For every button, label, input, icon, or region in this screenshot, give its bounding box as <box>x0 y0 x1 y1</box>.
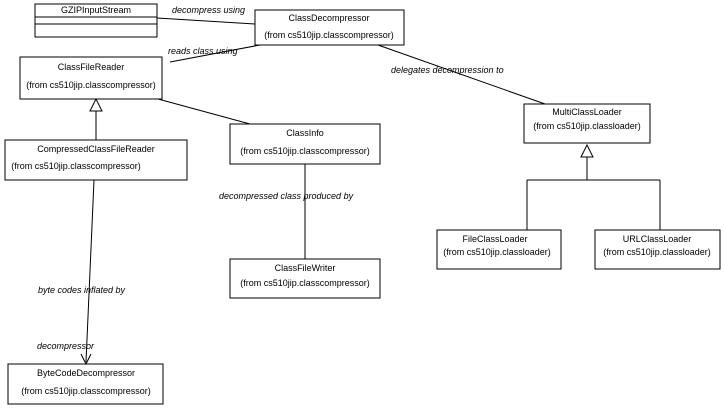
class-name: MultiClassLoader <box>552 107 622 117</box>
class-package: (from cs510jip.classcompressor) <box>26 80 156 90</box>
label-delegates-decompression-to: delegates decompression to <box>391 65 504 75</box>
assoc-filereader-classinfo <box>157 98 251 125</box>
class-package: (from cs510jip.classcompressor) <box>240 278 370 288</box>
class-classinfo[interactable]: ClassInfo (from cs510jip.classcompressor… <box>229 123 381 165</box>
label-reads-class-using: reads class using <box>168 46 238 56</box>
class-name: URLClassLoader <box>623 234 692 244</box>
class-name: CompressedClassFileReader <box>37 144 155 154</box>
class-name: ClassFileWriter <box>275 263 336 273</box>
class-package: (from cs510jip.classcompressor) <box>264 30 394 40</box>
class-gzipinputstream[interactable]: GZIPInputStream <box>34 3 158 38</box>
class-classfilewriter[interactable]: ClassFileWriter (from cs510jip.classcomp… <box>229 258 381 299</box>
label-decompress-using: decompress using <box>172 5 245 15</box>
class-urlclassloader[interactable]: URLClassLoader (from cs510jip.classloade… <box>594 229 721 270</box>
gen-arrowhead-multiloader <box>580 143 594 158</box>
class-package: (from cs510jip.classcompressor) <box>21 386 151 396</box>
label-role-decompressor: decompressor <box>37 341 95 351</box>
class-package: (from cs510jip.classloader) <box>603 247 711 257</box>
class-fileclassloader[interactable]: FileClassLoader (from cs510jip.classload… <box>436 229 562 270</box>
class-package: (from cs510jip.classloader) <box>533 121 641 131</box>
class-name: ClassDecompressor <box>288 13 369 23</box>
assoc-decompressor-multiloader <box>377 44 546 105</box>
assoc-filereader-decompressor <box>169 44 261 63</box>
gen-arrowhead-filereader <box>89 97 103 112</box>
assoc-compressedreader-bytecode <box>85 179 95 363</box>
label-decompressed-class-produced-by: decompressed class produced by <box>219 191 354 201</box>
class-package: (from cs510jip.classcompressor) <box>11 161 141 171</box>
class-multiclassloader[interactable]: MultiClassLoader (from cs510jip.classloa… <box>523 103 651 144</box>
class-bytecodedecompressor[interactable]: ByteCodeDecompressor (from cs510jip.clas… <box>7 363 164 405</box>
class-name: ByteCodeDecompressor <box>37 368 135 378</box>
label-byte-codes-inflated-by: byte codes inflated by <box>38 285 126 295</box>
class-name: ClassFileReader <box>58 62 125 72</box>
class-package: (from cs510jip.classcompressor) <box>240 146 370 156</box>
class-name: FileClassLoader <box>462 234 527 244</box>
class-name: ClassInfo <box>286 128 324 138</box>
class-package: (from cs510jip.classloader) <box>443 247 551 257</box>
class-compressedclassfilereader[interactable]: CompressedClassFileReader (from cs510jip… <box>4 139 188 181</box>
class-name: GZIPInputStream <box>61 5 131 15</box>
assoc-gzip-decompressor <box>156 17 256 25</box>
class-classfilereader[interactable]: ClassFileReader (from cs510jip.classcomp… <box>19 56 163 100</box>
class-classdecompressor[interactable]: ClassDecompressor (from cs510jip.classco… <box>254 9 405 46</box>
